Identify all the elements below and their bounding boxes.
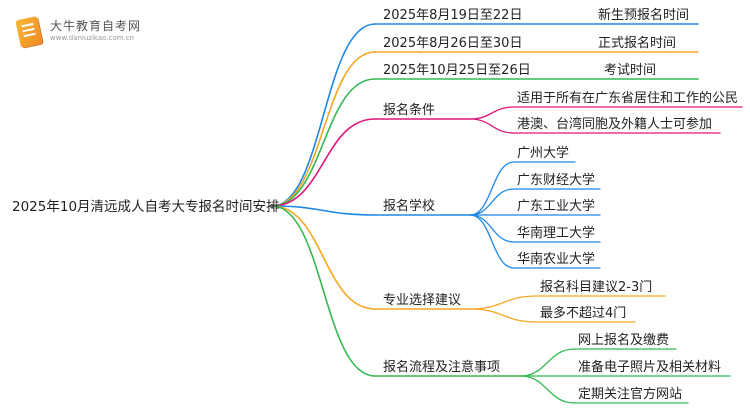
- branch-link-1: [271, 51, 376, 207]
- leaf-school-2: 广东财经大学: [517, 173, 596, 188]
- branch-schools: 报名学校: [383, 199, 436, 214]
- leaf-link-5-1: [469, 308, 538, 323]
- branch-link-0: [271, 23, 376, 207]
- leaf-condition-1: 适用于所有在广东省居住和工作的公民: [517, 91, 739, 106]
- branch-process: 报名流程及注意事项: [383, 360, 501, 375]
- logo-url: www.daniuzikao.com.cn: [50, 34, 134, 42]
- leaf-link-4-0: [469, 161, 515, 216]
- branch-formal-note: 正式报名时间: [598, 36, 677, 51]
- branch-link-5: [271, 205, 376, 310]
- leaf-process-1: 网上报名及缴费: [578, 333, 670, 348]
- branch-link-3: [271, 118, 376, 207]
- leaf-link-4-1: [469, 188, 515, 216]
- leaf-link-6-0: [519, 348, 576, 377]
- leaf-school-1: 广州大学: [517, 146, 570, 161]
- branch-conditions: 报名条件: [383, 103, 436, 118]
- branch-link-6: [271, 205, 376, 377]
- root-topic: 2025年10月清远成人自考大专报名时间安排: [12, 199, 280, 215]
- leaf-link-3-0: [469, 106, 515, 120]
- branch-major-advice: 专业选择建议: [383, 293, 462, 308]
- leaf-process-2: 准备电子照片及相关材料: [578, 360, 722, 375]
- leaf-condition-2: 港澳、台湾同胞及外籍人士可参加: [517, 117, 713, 132]
- site-logo: 大牛教育自考网 www.daniuzikao.com.cn: [10, 14, 170, 50]
- leaf-school-5: 华南农业大学: [517, 252, 596, 267]
- leaf-link-6-2: [519, 375, 576, 404]
- root-anchor: [270, 204, 274, 208]
- branch-link-2: [271, 78, 376, 207]
- branch-prereg-date: 2025年8月19日至22日: [383, 8, 523, 23]
- branch-prereg-note: 新生预报名时间: [598, 8, 690, 23]
- leaf-link-5-0: [469, 295, 538, 310]
- leaf-link-4-4: [469, 214, 515, 269]
- branch-exam-note: 考试时间: [604, 63, 657, 78]
- branch-formal-date: 2025年8月26日至30日: [383, 36, 523, 51]
- logo-name: 大牛教育自考网: [50, 19, 142, 33]
- leaf-school-3: 广东工业大学: [517, 199, 596, 214]
- leaf-link-3-1: [469, 118, 515, 134]
- leaf-school-4: 华南理工大学: [517, 226, 596, 241]
- leaf-link-4-3: [469, 214, 515, 243]
- leaf-major-2: 最多不超过4门: [540, 306, 627, 321]
- branch-exam-date: 2025年10月25日至26日: [383, 63, 531, 78]
- leaf-major-1: 报名科目建议2-3门: [540, 280, 653, 295]
- leaf-process-3: 定期关注官方网站: [578, 387, 683, 402]
- branch-link-4: [271, 205, 376, 216]
